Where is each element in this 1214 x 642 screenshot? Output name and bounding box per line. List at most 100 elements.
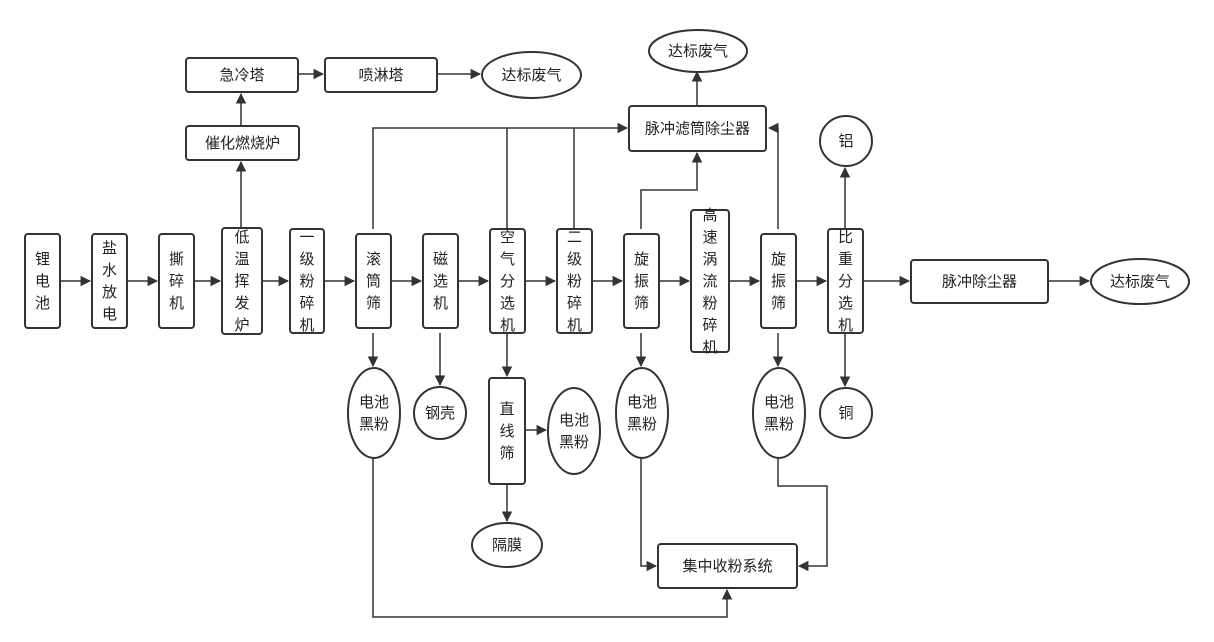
node-label: 电池黑粉 (559, 411, 589, 451)
node-label: 催化燃烧炉 (205, 134, 280, 152)
flow-edges (60, 68, 1091, 618)
node-shape (481, 51, 582, 99)
node-exhaust-final: 达标废气 (1090, 258, 1190, 305)
node-spray-tower: 喷淋塔 (324, 57, 438, 93)
node-li-battery: 锂电池 (24, 233, 61, 329)
node-quench-tower: 急冷塔 (185, 57, 299, 93)
node-shape (827, 228, 864, 334)
node-primary-crusher: 一级粉碎机 (289, 228, 325, 334)
node-label: 脉冲滤筒除尘器 (645, 120, 750, 138)
node-shape (355, 233, 392, 329)
node-low-temp-furnace: 低温挥发炉 (221, 227, 263, 335)
node-label: 电池黑粉 (764, 393, 794, 433)
node-label: 滚筒筛 (366, 250, 381, 312)
node-drum-screen: 滚筒筛 (355, 233, 392, 329)
node-label: 电池黑粉 (359, 393, 389, 433)
node-copper: 铜 (819, 387, 873, 439)
node-shape (628, 105, 767, 152)
node-black-powder-1: 电池黑粉 (347, 367, 401, 459)
node-label: 电池黑粉 (627, 393, 657, 433)
node-label: 一级粉碎机 (299, 228, 314, 334)
flow-nodes: 锂电池 盐水放电 撕碎机 低温挥发炉 一级粉碎机 滚筒筛 磁选机 空气分选机 二级粉碎机 旋振筛 高… (24, 29, 1190, 589)
node-label: 达标废气 (1110, 273, 1170, 291)
node-label: 撕碎机 (169, 250, 184, 312)
node-shape (648, 29, 748, 73)
node-pulse-filter-collector: 脉冲滤筒除尘器 (628, 105, 767, 152)
node-black-powder-3: 电池黑粉 (615, 367, 669, 459)
node-label: 二级粉碎机 (567, 228, 582, 334)
node-shape (185, 57, 299, 93)
node-shape (488, 377, 526, 485)
node-shape (615, 367, 669, 459)
node-label: 旋振筛 (634, 250, 649, 312)
node-label: 高速涡流粉碎机 (702, 206, 717, 356)
node-rotary-screen-1: 旋振筛 (623, 233, 660, 329)
node-shape (471, 522, 543, 568)
node-shape (623, 233, 660, 329)
node-secondary-crusher: 二级粉碎机 (556, 228, 593, 334)
node-shape (819, 115, 873, 167)
node-label: 空气分选机 (500, 228, 515, 334)
node-shape (221, 227, 263, 335)
node-label: 铜 (838, 404, 853, 422)
edge-rotary2-filter (767, 122, 779, 229)
node-label: 钢壳 (425, 404, 455, 422)
node-black-powder-2: 电池黑粉 (547, 387, 601, 475)
node-magnetic-separator: 磁选机 (422, 233, 459, 329)
node-black-powder-4: 电池黑粉 (752, 367, 806, 459)
node-steel-shell: 钢壳 (413, 386, 467, 440)
node-shape (91, 233, 128, 329)
node-label: 隔膜 (492, 536, 522, 554)
node-shape (819, 387, 873, 439)
node-aluminum: 铝 (819, 115, 873, 167)
node-shape (556, 228, 593, 334)
node-shape (657, 543, 798, 589)
node-label: 锂电池 (35, 250, 50, 312)
node-shape (413, 386, 467, 440)
node-label: 急冷塔 (219, 66, 264, 84)
node-shape (690, 209, 730, 353)
node-shape (752, 367, 806, 459)
node-label: 盐水放电 (102, 239, 117, 323)
node-exhaust-top-left: 达标废气 (481, 51, 582, 99)
node-shape (910, 259, 1049, 304)
edge-powder3-central (640, 458, 658, 572)
node-linear-screen: 直线筛 (488, 377, 526, 485)
node-shape (324, 57, 438, 93)
node-shredder: 撕碎机 (158, 233, 195, 329)
node-label: 集中收粉系统 (682, 557, 772, 575)
node-label: 低温挥发炉 (234, 228, 249, 334)
node-eddy-crusher: 高速涡流粉碎机 (690, 206, 730, 356)
edge-drum-filter (372, 122, 629, 229)
node-pulse-dust-collector: 脉冲除尘器 (910, 259, 1049, 304)
node-central-powder-system: 集中收粉系统 (657, 543, 798, 589)
node-label: 达标废气 (668, 42, 728, 60)
node-shape (347, 367, 401, 459)
node-label: 达标废气 (501, 66, 561, 84)
node-label: 比重分选机 (838, 228, 853, 334)
node-rotary-screen-2: 旋振筛 (760, 233, 797, 329)
node-label: 磁选机 (433, 250, 448, 312)
node-air-separator: 空气分选机 (489, 228, 526, 334)
node-label: 脉冲除尘器 (942, 273, 1017, 291)
edge-powder1-central (372, 458, 733, 618)
node-shape (289, 228, 325, 334)
node-gravity-separator: 比重分选机 (827, 228, 864, 334)
edge-powder4-central (777, 458, 828, 572)
node-label: 铝 (838, 132, 853, 150)
node-shape (185, 125, 300, 161)
node-label: 直线筛 (499, 400, 514, 462)
node-shape (489, 228, 526, 334)
node-separator-film: 隔膜 (471, 522, 543, 568)
node-shape (1090, 258, 1190, 305)
edge-rotary1-filter (640, 151, 703, 229)
node-catalytic-burner: 催化燃烧炉 (185, 125, 300, 161)
node-brine-discharge: 盐水放电 (91, 233, 128, 329)
node-shape (547, 387, 601, 475)
node-shape (24, 233, 61, 329)
node-shape (422, 233, 459, 329)
node-exhaust-top-mid: 达标废气 (648, 29, 748, 73)
node-label: 旋振筛 (771, 250, 786, 312)
node-shape (158, 233, 195, 329)
